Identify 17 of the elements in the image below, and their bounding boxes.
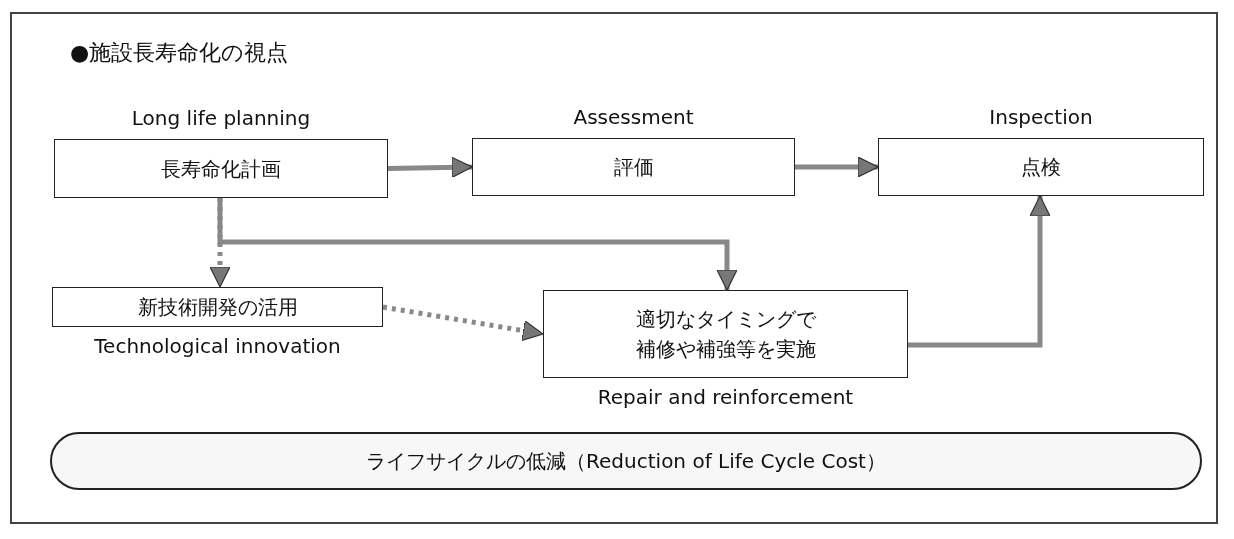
arrow bbox=[795, 156, 879, 178]
english-caption: Technological innovation bbox=[93, 334, 342, 358]
english-caption: Assessment bbox=[572, 105, 695, 129]
process-box: 点検 bbox=[878, 138, 1204, 196]
rounded-band: ライフサイクルの低減（Reduction of Life Cycle Cost） bbox=[50, 432, 1202, 490]
english-caption: Long life planning bbox=[130, 106, 312, 130]
process-box: 長寿命化計画 bbox=[54, 139, 388, 198]
arrow bbox=[908, 195, 1051, 348]
english-caption: Inspection bbox=[988, 105, 1094, 129]
process-box: 適切なタイミングで補修や補強等を実施 bbox=[543, 290, 908, 378]
arrow bbox=[387, 156, 473, 178]
process-box: 評価 bbox=[472, 138, 795, 196]
arrow bbox=[382, 304, 544, 342]
arrow bbox=[217, 198, 738, 291]
english-caption: Repair and reinforcement bbox=[596, 385, 855, 409]
title: ●施設長寿命化の視点 bbox=[70, 39, 289, 67]
process-box: 新技術開発の活用 bbox=[52, 287, 383, 327]
